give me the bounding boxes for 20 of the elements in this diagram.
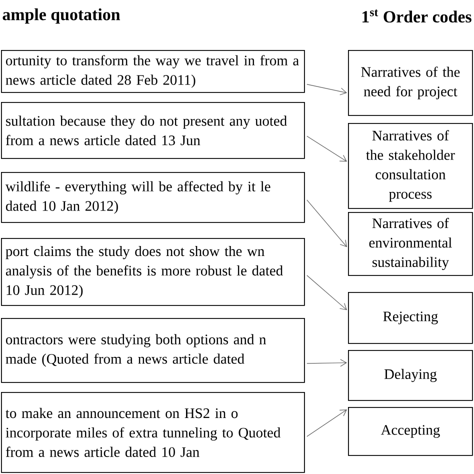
quote-box: wildlife - everything will be affected by it le dated 10 Jan 2012) [1, 172, 305, 223]
code-box: Delaying [348, 350, 473, 401]
code-box: Narratives of environmental sustainability [348, 212, 473, 276]
arrow [306, 136, 347, 162]
quote-box: ontractors were studying both options and n made (Quoted from a news article dated [1, 318, 305, 383]
quote-box: ortunity to transform the way we travel in from a news article dated 28 Feb 2011) [1, 50, 305, 93]
arrow [306, 359, 348, 367]
code-box: Narratives of the stakeholder consultation process [348, 123, 473, 209]
column-heading: ample quotation [2, 8, 120, 24]
arrow [306, 84, 348, 96]
arrow [306, 275, 347, 310]
code-box: Accepting [348, 407, 473, 456]
column-heading: 1$^{st}$ Order codes [362, 9, 472, 23]
quote-box: port claims the study does not show the wn analysis of the benefits is more robust le dated 10 Jun 2012) [1, 238, 305, 306]
arrow [306, 409, 347, 437]
code-box: Rejecting [348, 292, 473, 344]
code-box: Narratives of the need for project [348, 50, 473, 116]
arrow [306, 200, 348, 248]
quote-box: sultation because they do not present any uoted from a news article dated 13 Jun [1, 102, 305, 159]
quote-box: to make an announcement on HS2 in o incorporate miles of extra tunneling to Quoted from a news article dated 10 Jan [1, 392, 305, 473]
